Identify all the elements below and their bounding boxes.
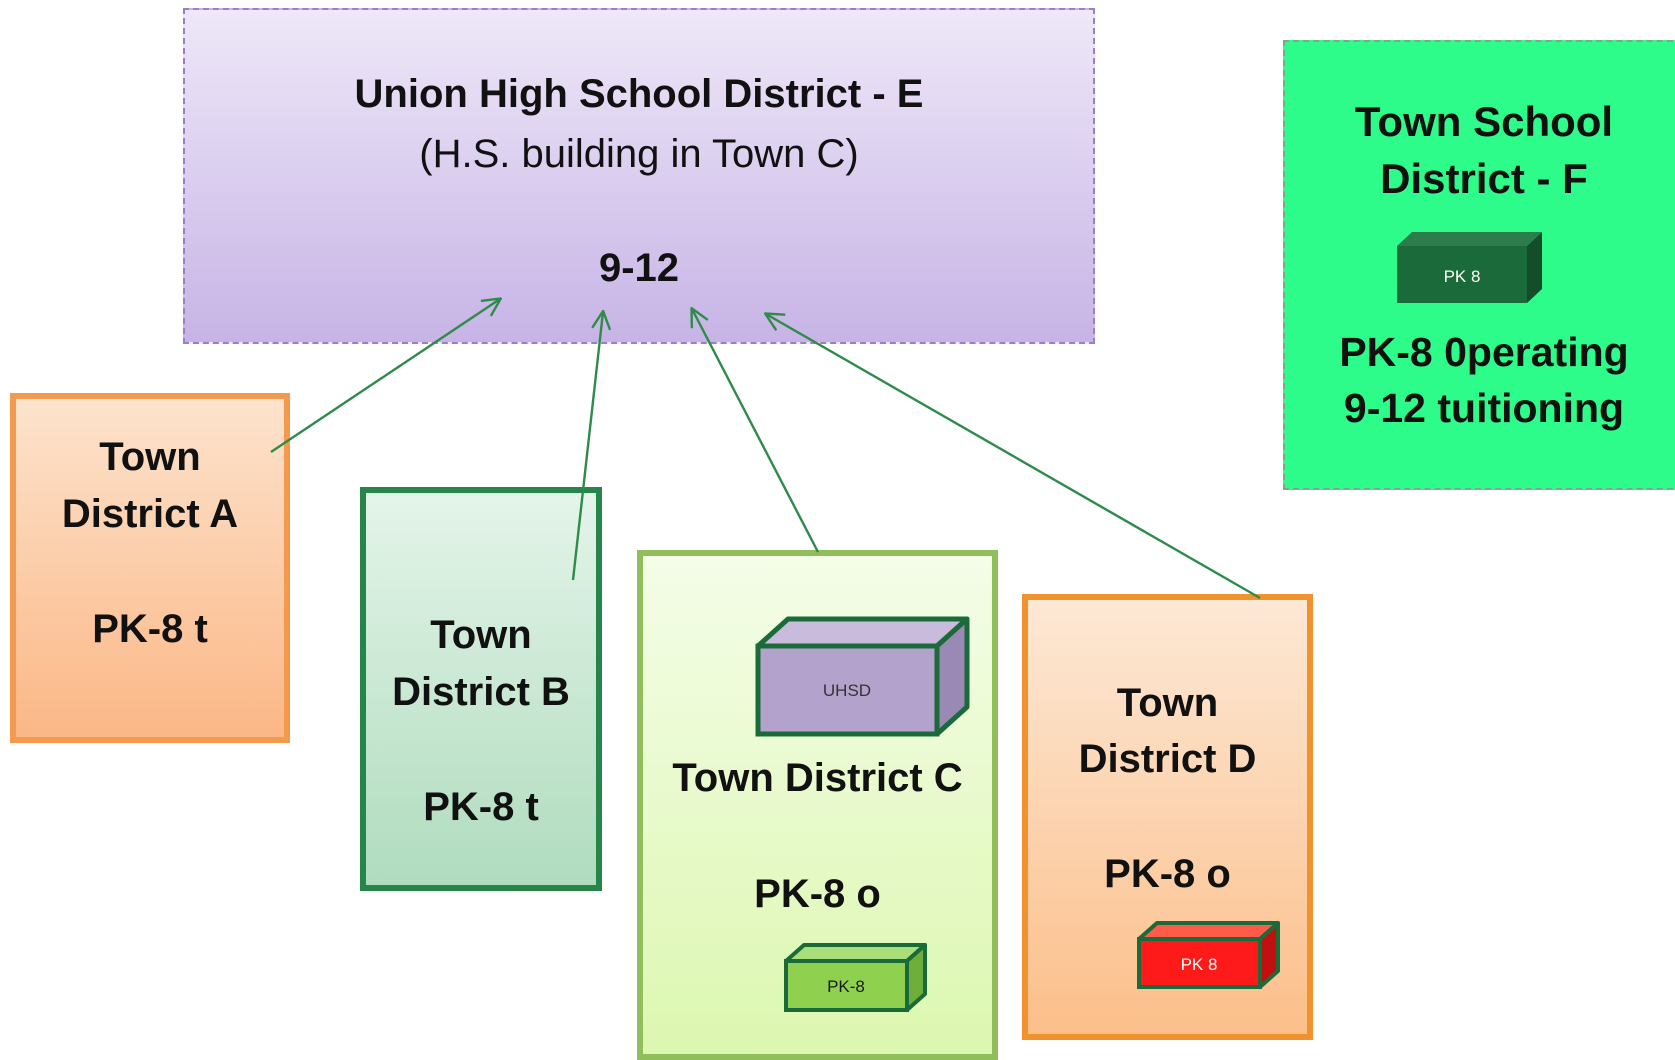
uhsd-building-icon: UHSD <box>755 616 970 737</box>
town-school-district-f-box: Town School District - F PK 8 PK-8 0pera… <box>1283 40 1675 490</box>
town-district-b-box: Town District B PK-8 t <box>360 487 602 891</box>
town-district-c-box: UHSD Town District C PK-8 o PK-8 <box>637 550 998 1060</box>
town-d-status: PK-8 o <box>1104 852 1231 896</box>
town-c-pk8-building-icon: PK-8 <box>784 943 927 1012</box>
uhsd-subtitle: (H.S. building in Town C) <box>419 132 859 176</box>
uhsd-building-label: UHSD <box>823 681 871 700</box>
town-c-title: Town District C <box>672 756 963 800</box>
town-f-school-building-icon: PK 8 <box>1397 232 1542 303</box>
town-f-title-line2: District - F <box>1380 155 1588 202</box>
town-district-a-box: Town District A PK-8 t <box>10 393 290 743</box>
town-d-line1: Town <box>1116 681 1219 725</box>
town-district-d-box: Town District D PK-8 o PK 8 <box>1022 594 1313 1040</box>
town-f-status-line1: PK-8 0perating <box>1339 329 1629 375</box>
town-c-pk8-building-label: PK-8 <box>827 977 865 996</box>
union-high-school-district-box: Union High School District - E (H.S. bui… <box>183 8 1095 344</box>
arrow-town-c-to-uhsd <box>692 309 820 553</box>
town-a-line2: District A <box>61 492 239 536</box>
town-d-building-label: PK 8 <box>1181 955 1218 974</box>
uhsd-grades: 9-12 <box>598 246 680 290</box>
town-b-line1: Town <box>430 613 532 657</box>
town-d-pk8-building-icon: PK 8 <box>1137 921 1280 989</box>
town-c-status: PK-8 o <box>754 872 881 916</box>
town-f-building-label: PK 8 <box>1444 267 1481 286</box>
town-a-status: PK-8 t <box>92 607 208 651</box>
town-f-status-line2: 9-12 tuitioning <box>1343 385 1625 431</box>
town-a-line1: Town <box>99 435 201 479</box>
town-f-title-line1: Town School <box>1354 98 1614 145</box>
town-b-status: PK-8 t <box>423 785 539 829</box>
town-b-line2: District B <box>392 670 570 714</box>
uhsd-title: Union High School District - E <box>354 72 924 116</box>
town-d-line2: District D <box>1078 737 1257 781</box>
